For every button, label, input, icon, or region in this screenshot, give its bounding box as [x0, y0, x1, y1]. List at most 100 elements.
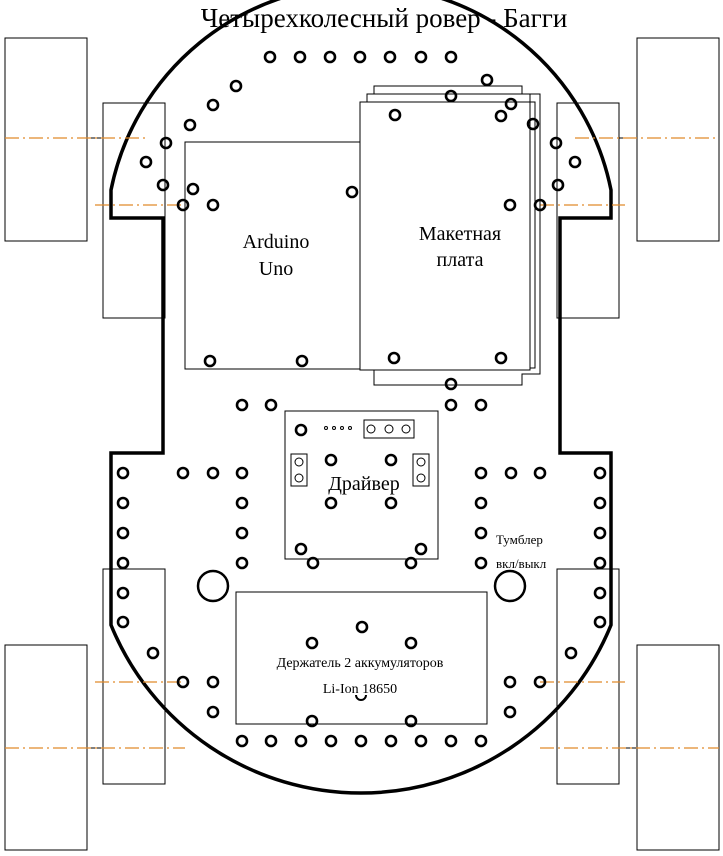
mounting-hole	[404, 714, 418, 728]
mounting-hole	[264, 398, 278, 412]
mounting-hole	[235, 496, 249, 510]
mounting-hole	[206, 705, 220, 719]
mounting-hole	[593, 556, 607, 570]
mounting-hole	[354, 734, 368, 748]
arduino-label-line1: Arduino	[243, 231, 310, 253]
mounting-hole	[503, 675, 517, 689]
mounting-hole	[593, 526, 607, 540]
mounting-hole	[533, 198, 547, 212]
pin-hole	[294, 457, 304, 467]
pin-hole	[332, 426, 336, 430]
battery-label-line2: Li-Ion 18650	[323, 682, 397, 697]
pin-hole	[384, 424, 394, 434]
mounting-hole	[116, 496, 130, 510]
mounting-hole	[159, 136, 173, 150]
mounting-hole	[116, 586, 130, 600]
axis-lines	[5, 137, 719, 749]
diagram-title: Четырехколесный ровер - Багги	[201, 3, 568, 33]
mounting-hole	[294, 423, 308, 437]
mounting-hole	[387, 351, 401, 365]
mounting-hole	[294, 542, 308, 556]
mounting-hole	[116, 466, 130, 480]
mounting-hole	[414, 542, 428, 556]
mounting-hole	[384, 453, 398, 467]
motor-rear-right	[556, 568, 620, 785]
mounting-hole	[474, 734, 488, 748]
motor-driver: Драйвер	[284, 410, 439, 560]
mounting-hole	[324, 496, 338, 510]
mounting-hole	[444, 377, 458, 391]
mounting-hole	[593, 496, 607, 510]
mounting-hole	[444, 50, 458, 64]
motor-rear-left	[102, 568, 166, 785]
pin-hole	[294, 473, 304, 483]
pin-hole	[366, 424, 376, 434]
mounting-hole	[116, 526, 130, 540]
large-hole	[196, 569, 230, 603]
mounting-hole	[474, 398, 488, 412]
mounting-hole	[549, 136, 563, 150]
mounting-hole	[494, 109, 508, 123]
mounting-hole	[306, 556, 320, 570]
mounting-hole	[206, 198, 220, 212]
mounting-hole	[235, 734, 249, 748]
mounting-hole	[404, 636, 418, 650]
mounting-hole	[480, 73, 494, 87]
mounting-hole	[383, 50, 397, 64]
mounting-hole	[206, 675, 220, 689]
breadboard-label-line1: Макетная	[419, 223, 501, 245]
power-switch: Тумблер вкл/выкл	[496, 532, 547, 571]
mounting-hole	[345, 185, 359, 199]
motor-front-right	[556, 102, 620, 319]
mounting-hole	[474, 556, 488, 570]
mounting-hole	[305, 636, 319, 650]
mounting-hole	[503, 705, 517, 719]
switch-label-line1: Тумблер	[496, 532, 543, 547]
mounting-hole	[355, 620, 369, 634]
mounting-hole	[564, 646, 578, 660]
motor-front-left	[102, 102, 166, 319]
mounting-hole	[533, 675, 547, 689]
chassis-outline	[109, 0, 613, 795]
wheel-front-right	[636, 37, 720, 242]
mounting-hole	[293, 50, 307, 64]
battery-mark	[355, 694, 367, 701]
mounting-hole	[229, 79, 243, 93]
arduino-label-line2: Uno	[259, 258, 293, 280]
mounting-hole	[206, 98, 220, 112]
mounting-hole	[176, 198, 190, 212]
arduino-board: Arduino Uno	[184, 141, 368, 370]
mounting-hole	[504, 97, 518, 111]
mounting-hole	[183, 118, 197, 132]
mounting-hole	[353, 50, 367, 64]
large-hole	[493, 569, 527, 603]
mounting-hole	[503, 198, 517, 212]
mounting-hole	[593, 586, 607, 600]
mounting-hole	[323, 50, 337, 64]
mounting-holes	[116, 50, 607, 748]
mounting-hole	[388, 108, 402, 122]
mounting-hole	[203, 354, 217, 368]
driver-label: Драйвер	[328, 473, 399, 495]
mounting-hole	[474, 466, 488, 480]
battery-holder: Держатель 2 аккумуляторов Li-Ion 18650	[235, 591, 488, 725]
mounting-hole	[526, 117, 540, 131]
mounting-hole	[568, 155, 582, 169]
mounting-hole	[235, 398, 249, 412]
mounting-hole	[139, 155, 153, 169]
mounting-hole	[206, 466, 220, 480]
mounting-hole	[263, 50, 277, 64]
mounting-hole	[235, 466, 249, 480]
mounting-hole	[324, 734, 338, 748]
mounting-hole	[504, 466, 518, 480]
battery-label-line1: Держатель 2 аккумуляторов	[277, 656, 444, 671]
mounting-hole	[414, 50, 428, 64]
mounting-hole	[474, 526, 488, 540]
mounting-hole	[324, 453, 338, 467]
mounting-hole	[186, 182, 200, 196]
wheel-front-left	[4, 37, 88, 242]
mounting-hole	[176, 675, 190, 689]
mounting-hole	[305, 714, 319, 728]
pin-hole	[340, 426, 344, 430]
